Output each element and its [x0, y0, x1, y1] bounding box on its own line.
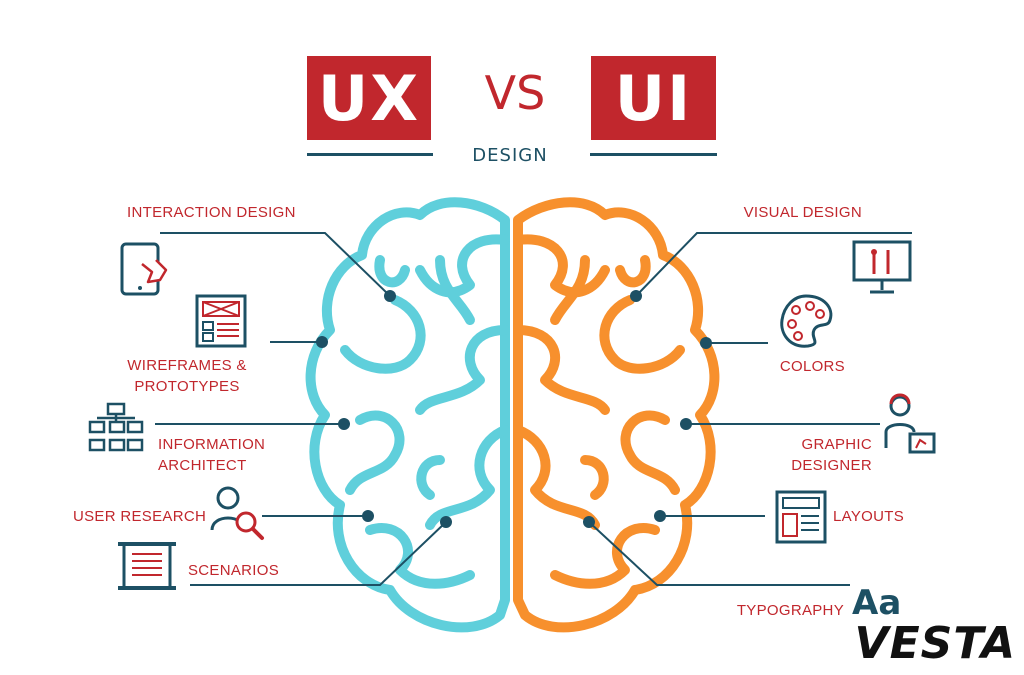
ui-title: UI [614, 61, 693, 135]
ui-connectors [588, 232, 912, 586]
vesta-watermark: VESTA [854, 618, 1016, 669]
ui-connector-dots [583, 290, 712, 528]
monitor-tools-icon [852, 240, 912, 294]
ux-connector-dots [316, 290, 452, 528]
palette-icon [780, 294, 833, 348]
vs-text: VS [484, 66, 546, 120]
label-user-research: USER RESEARCH [73, 508, 207, 525]
ux-title-box: UX [307, 56, 431, 140]
design-subtitle: DESIGN [472, 145, 548, 166]
wireframe-icon [195, 294, 247, 348]
label-layouts: LAYOUTS [833, 508, 905, 525]
layout-icon [775, 490, 827, 544]
tablet-touch-icon [120, 242, 168, 296]
label-graphic-designer: GRAPHIC DESIGNER [791, 436, 872, 474]
svg-text:Aa: Aa [852, 583, 901, 623]
ux-title: UX [317, 61, 421, 135]
scroll-icon [118, 542, 176, 590]
ui-title-box: UI [591, 56, 716, 140]
underline-left [307, 153, 433, 156]
user-search-icon [210, 486, 264, 540]
ux-brain-hemisphere [305, 197, 510, 633]
designer-icon [884, 393, 936, 454]
label-typography: TYPOGRAPHY [736, 602, 844, 619]
sitemap-icon [88, 402, 144, 452]
label-colors: COLORS [779, 358, 845, 375]
label-scenarios: SCENARIOS [188, 562, 280, 579]
ux-connectors [155, 232, 447, 586]
label-interaction-design: INTERACTION DESIGN [127, 204, 296, 221]
typography-icon: Aa [852, 583, 901, 623]
ui-brain-hemisphere [513, 197, 720, 633]
label-information-architect: INFORMATION ARCHITECT [158, 436, 266, 474]
underline-right [590, 153, 717, 156]
label-visual-design: VISUAL DESIGN [743, 204, 862, 221]
label-wireframes-prototypes: WIREFRAMES & PROTOTYPES [127, 357, 247, 395]
